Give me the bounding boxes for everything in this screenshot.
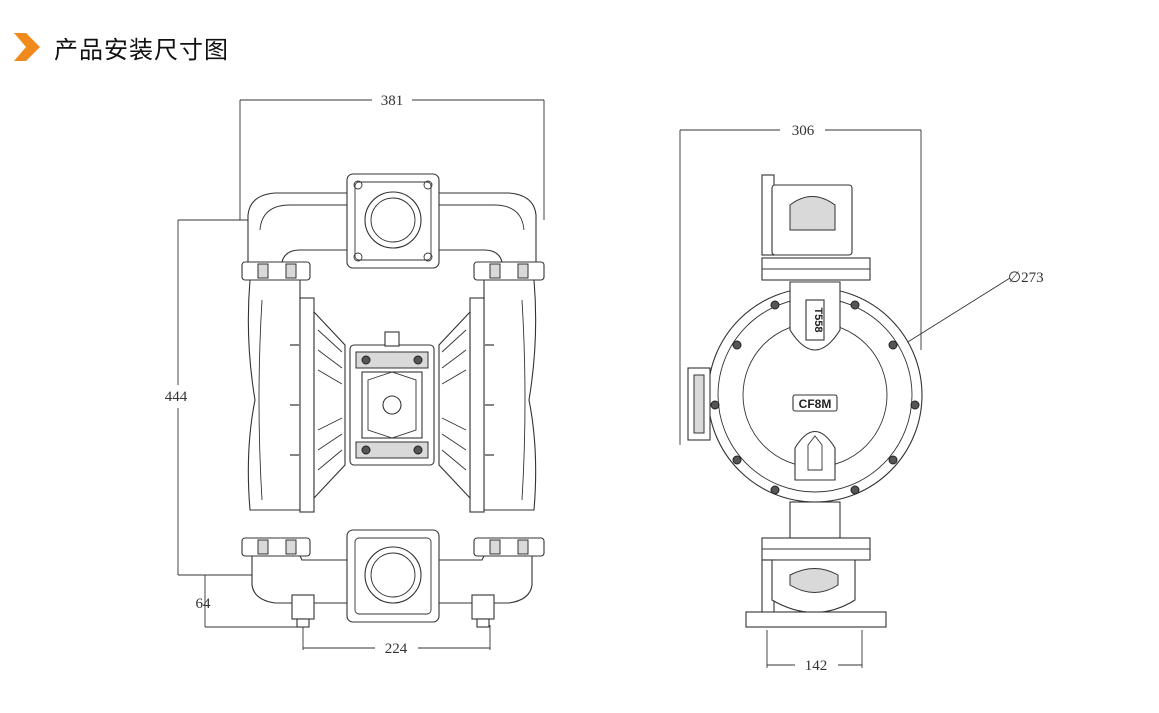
dim-width-side: 306 <box>679 123 922 445</box>
side-bottom-base <box>745 501 887 628</box>
bottom-manifold <box>241 529 545 628</box>
side-round-body: T558 CF8M <box>687 281 923 503</box>
dim-label-foot-spacing: 224 <box>385 641 408 657</box>
center-air-valve <box>349 331 435 466</box>
top-manifold <box>241 173 545 281</box>
side-view: 306 ∅273 142 <box>679 123 1044 674</box>
side-top-outlet <box>761 174 871 281</box>
dim-label-width: 381 <box>381 93 404 109</box>
chevron-right-icon <box>14 33 40 61</box>
dim-label-side-foot: 142 <box>805 658 828 674</box>
page-header: 产品安装尺寸图 <box>14 30 229 64</box>
dim-label-base-offset: 64 <box>196 596 212 612</box>
front-view: 381 444 64 224 <box>165 93 545 657</box>
dim-side-foot: 142 <box>766 630 863 674</box>
dim-diameter: ∅273 <box>894 270 1044 351</box>
label-top-plate: T558 <box>812 307 824 332</box>
left-chamber <box>247 279 346 513</box>
right-chamber <box>438 279 537 513</box>
dim-label-height: 444 <box>165 389 188 405</box>
dim-width-front: 381 <box>239 93 545 220</box>
dim-base-offset: 64 <box>196 575 300 628</box>
label-center-plate: CF8M <box>799 397 832 411</box>
page-title: 产品安装尺寸图 <box>54 35 229 64</box>
dim-foot-spacing: 224 <box>302 625 491 657</box>
dim-label-side-width: 306 <box>792 123 815 139</box>
dim-label-diameter: ∅273 <box>1008 270 1044 286</box>
